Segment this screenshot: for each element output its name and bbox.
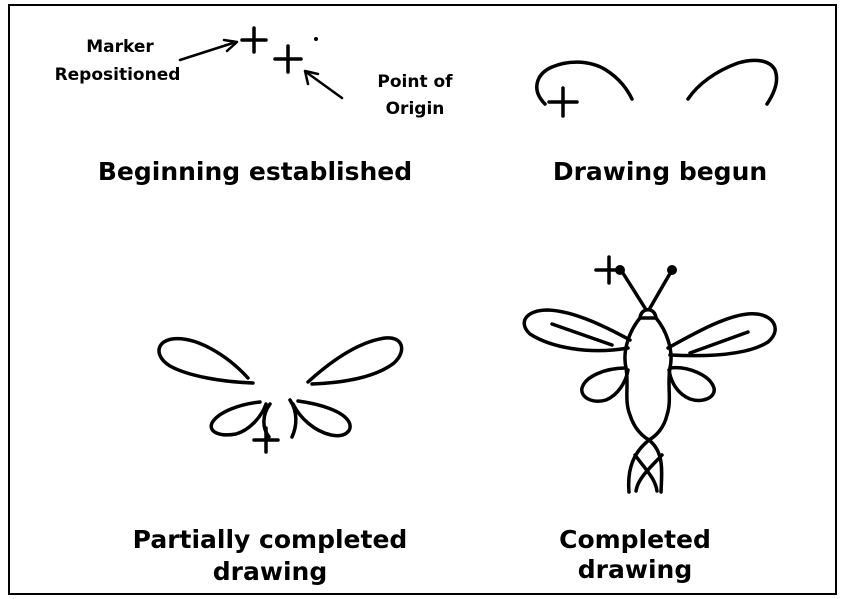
caption-beginning: Beginning established [90, 157, 420, 187]
right-upper-wing [668, 314, 775, 356]
left-upper-wing [524, 310, 630, 351]
panel-partial [159, 338, 402, 452]
pen-cross-icon [596, 257, 622, 283]
partial-right-upper-wing [308, 338, 402, 384]
pen-cross-icon [254, 428, 278, 452]
caption-partial-line2: drawing [125, 557, 415, 587]
marker-arrow-icon [180, 40, 237, 60]
panel-completed [524, 257, 775, 492]
partial-left-lower-wing [211, 402, 266, 435]
pen-cross-icon [549, 88, 577, 116]
marker-cross-icon [242, 28, 266, 52]
origin-arrow-icon [305, 71, 342, 98]
right-lower-wing [669, 368, 714, 401]
left-lower-wing [582, 368, 628, 401]
right-wing-vein [690, 332, 748, 353]
left-wing-start-stroke [537, 62, 632, 104]
partial-left-upper-wing [159, 339, 253, 383]
caption-partial-line1: Partially completed [125, 525, 415, 555]
origin-cross-icon [275, 46, 301, 72]
marker-label-line1: Marker [60, 36, 180, 58]
caption-completed: Completed drawing [500, 525, 770, 585]
partial-right-lower-wing [293, 401, 350, 436]
panel-drawing-begun [537, 60, 777, 116]
right-antenna [650, 270, 672, 308]
origin-label-line1: Point of [360, 71, 470, 93]
caption-begun: Drawing begun [540, 157, 780, 187]
left-antenna [621, 270, 645, 308]
origin-point-icon [314, 37, 318, 41]
thorax-abdomen [625, 318, 671, 440]
right-antenna-tip [667, 265, 677, 275]
right-wing-start-stroke [688, 60, 777, 104]
panel-beginning [180, 28, 342, 98]
marker-label-line2: Repositioned [50, 64, 185, 86]
origin-label-line2: Origin [360, 98, 470, 120]
